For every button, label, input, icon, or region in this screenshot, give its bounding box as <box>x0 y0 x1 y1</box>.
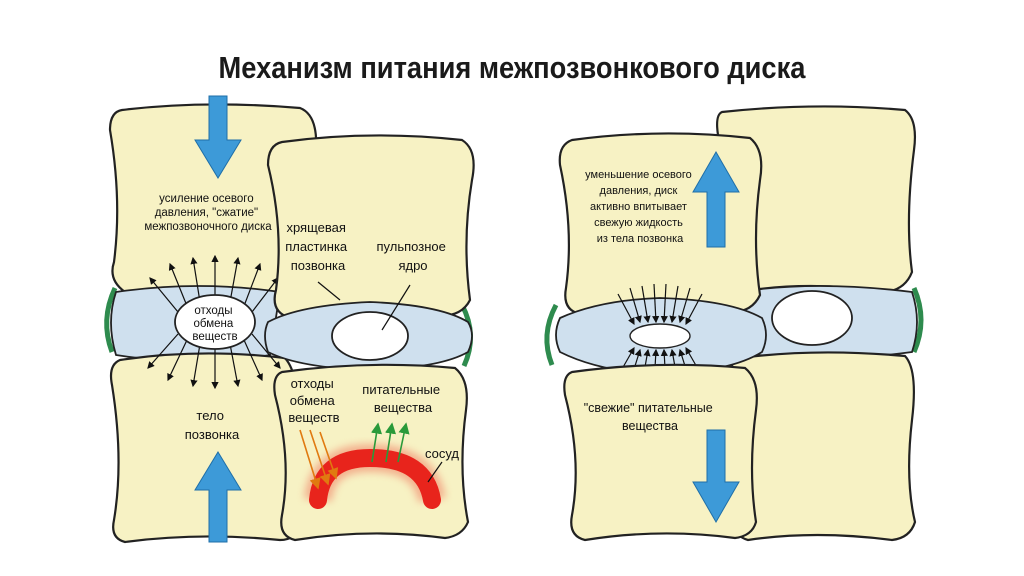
waste-out-label: отходы обмена веществ <box>288 376 339 425</box>
right-back-lower-vertebra <box>730 352 915 540</box>
right-ligament-outer <box>547 305 556 365</box>
left-illustration: усиление осевого давления, "сжатие" межп… <box>107 96 474 542</box>
left-back-lower-vertebra <box>111 353 300 542</box>
right-back-nucleus <box>772 291 852 345</box>
right-front-nucleus <box>630 324 690 348</box>
decompression-label: уменьшение осевого давления, диск активн… <box>585 169 695 245</box>
compression-label: усиление осевого давления, "сжатие" межп… <box>144 193 272 233</box>
vessel-label: сосуд <box>425 446 459 461</box>
left-front-nucleus <box>332 312 408 360</box>
waste-in-disc-label: отходы обмена веществ <box>192 305 237 343</box>
cartilage-plate-label: хрящевая пластинка позвонка <box>285 220 351 273</box>
right-illustration: уменьшение осевого давления, диск активн… <box>547 106 921 540</box>
right-front-lower-vertebra <box>564 365 757 540</box>
